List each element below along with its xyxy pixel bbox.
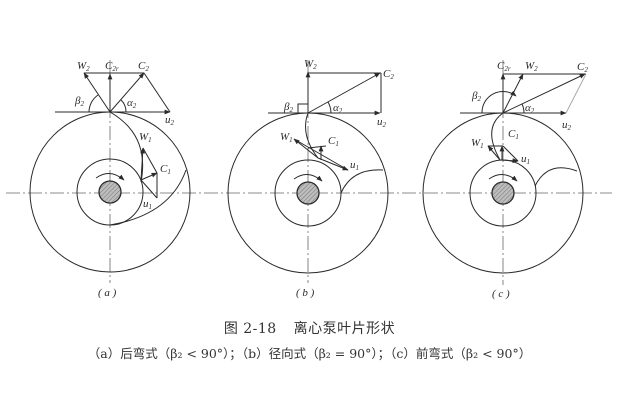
c2-vector-c bbox=[502, 73, 586, 114]
triangle-side-a bbox=[143, 72, 171, 113]
blade-c-2 bbox=[534, 167, 578, 187]
blade-a-2 bbox=[109, 169, 187, 226]
shaft-hub-b bbox=[296, 181, 320, 205]
triangle-side-c bbox=[565, 73, 587, 114]
panel-label-c: ( c ) bbox=[492, 288, 510, 300]
svg-text:u2: u2 bbox=[165, 114, 175, 127]
svg-text:C2: C2 bbox=[138, 60, 149, 73]
svg-text:C2r: C2r bbox=[497, 60, 511, 73]
panel-label-b: ( b ) bbox=[296, 287, 315, 299]
w1-vector-b bbox=[293, 138, 319, 159]
svg-text:W1: W1 bbox=[471, 137, 484, 150]
panel-label-a: ( a ) bbox=[98, 287, 117, 299]
svg-text:C1: C1 bbox=[328, 135, 339, 148]
u1-vector-a bbox=[140, 179, 158, 199]
svg-text:C1: C1 bbox=[508, 128, 519, 141]
c2-vector-a bbox=[109, 72, 145, 113]
panel-a-labels: W2 C2r C2 β2 α2 u2 W1 C1 u1 ( a ) bbox=[74, 60, 175, 299]
panel-c-forward-curved bbox=[422, 60, 587, 285]
svg-text:α2: α2 bbox=[127, 97, 137, 110]
alpha2-arc-b bbox=[327, 101, 332, 114]
inlet-side-a bbox=[142, 147, 158, 174]
rotation-arrow-icon-b bbox=[293, 174, 323, 182]
inlet-side2-c bbox=[502, 145, 519, 162]
inlet-side2-b bbox=[307, 145, 327, 149]
beta2-arc-c bbox=[481, 90, 517, 114]
u1-vector-c bbox=[499, 158, 519, 164]
c2-vector-b bbox=[307, 72, 381, 114]
svg-text:α2: α2 bbox=[525, 102, 535, 115]
subcaption-a: （a）后弯式（β₂ < 90°）； bbox=[87, 346, 242, 361]
panel-b-labels: W2 C2 β2 α2 u2 W1 C1 u1 ( b ) bbox=[280, 58, 394, 299]
figure-subcaption: （a）后弯式（β₂ < 90°）；（b）径向式（β₂ = 90°）；（c）前弯式… bbox=[0, 343, 619, 362]
svg-text:β2: β2 bbox=[283, 101, 293, 114]
rotation-arrow-icon-a bbox=[95, 173, 125, 181]
svg-text:α2: α2 bbox=[333, 102, 343, 115]
svg-text:β2: β2 bbox=[74, 95, 84, 108]
shaft-hub-a bbox=[98, 180, 122, 204]
svg-text:C1: C1 bbox=[160, 163, 171, 176]
alpha2-arc-c bbox=[521, 103, 525, 114]
panel-b-radial bbox=[227, 60, 389, 283]
svg-text:u2: u2 bbox=[377, 116, 387, 129]
svg-text:W2: W2 bbox=[304, 58, 317, 71]
svg-text:u1: u1 bbox=[143, 198, 152, 211]
w1-vector-c bbox=[487, 145, 501, 161]
inlet-side-b bbox=[293, 138, 349, 171]
u1-vector-b bbox=[317, 157, 349, 171]
rotation-arrow-icon-c bbox=[488, 174, 518, 182]
beta2-right-angle-b bbox=[297, 103, 309, 114]
figure-title: 离心泵叶片形状 bbox=[293, 321, 396, 337]
subcaption-b: （b）径向式（β₂ = 90°）； bbox=[241, 346, 391, 361]
subcaption-c: （c）前弯式（β₂ < 90°） bbox=[390, 346, 532, 361]
blade-b-2 bbox=[340, 169, 384, 194]
figure-number: 图 2-18 bbox=[223, 321, 277, 337]
svg-text:W1: W1 bbox=[280, 131, 293, 144]
alpha2-arc-a bbox=[120, 99, 127, 113]
beta2-arc-a bbox=[88, 94, 99, 113]
c1-vector-a bbox=[140, 172, 158, 181]
panel-a-backward-curved bbox=[29, 60, 191, 283]
svg-text:W1: W1 bbox=[139, 131, 152, 144]
svg-text:W2: W2 bbox=[77, 60, 90, 73]
svg-text:C2r: C2r bbox=[105, 60, 119, 73]
svg-text:W2: W2 bbox=[525, 60, 538, 73]
panel-c-labels: C2r W2 C2 β2 α2 u2 W1 C1 u1 ( c ) bbox=[471, 60, 588, 300]
svg-text:u2: u2 bbox=[562, 119, 572, 132]
svg-text:u1: u1 bbox=[350, 159, 359, 172]
blade-b-1 bbox=[305, 112, 319, 159]
svg-text:u1: u1 bbox=[521, 153, 530, 166]
figure-caption: 图 2-18 离心泵叶片形状 bbox=[0, 318, 619, 338]
svg-text:C2: C2 bbox=[383, 68, 394, 81]
svg-text:β2: β2 bbox=[471, 90, 481, 103]
blade-c-1 bbox=[491, 112, 504, 161]
shaft-hub-c bbox=[491, 181, 515, 205]
svg-text:C2: C2 bbox=[577, 61, 588, 74]
blade-a-1 bbox=[109, 111, 144, 183]
w2-vector-a bbox=[83, 72, 111, 113]
w1-vector-a bbox=[140, 147, 146, 181]
